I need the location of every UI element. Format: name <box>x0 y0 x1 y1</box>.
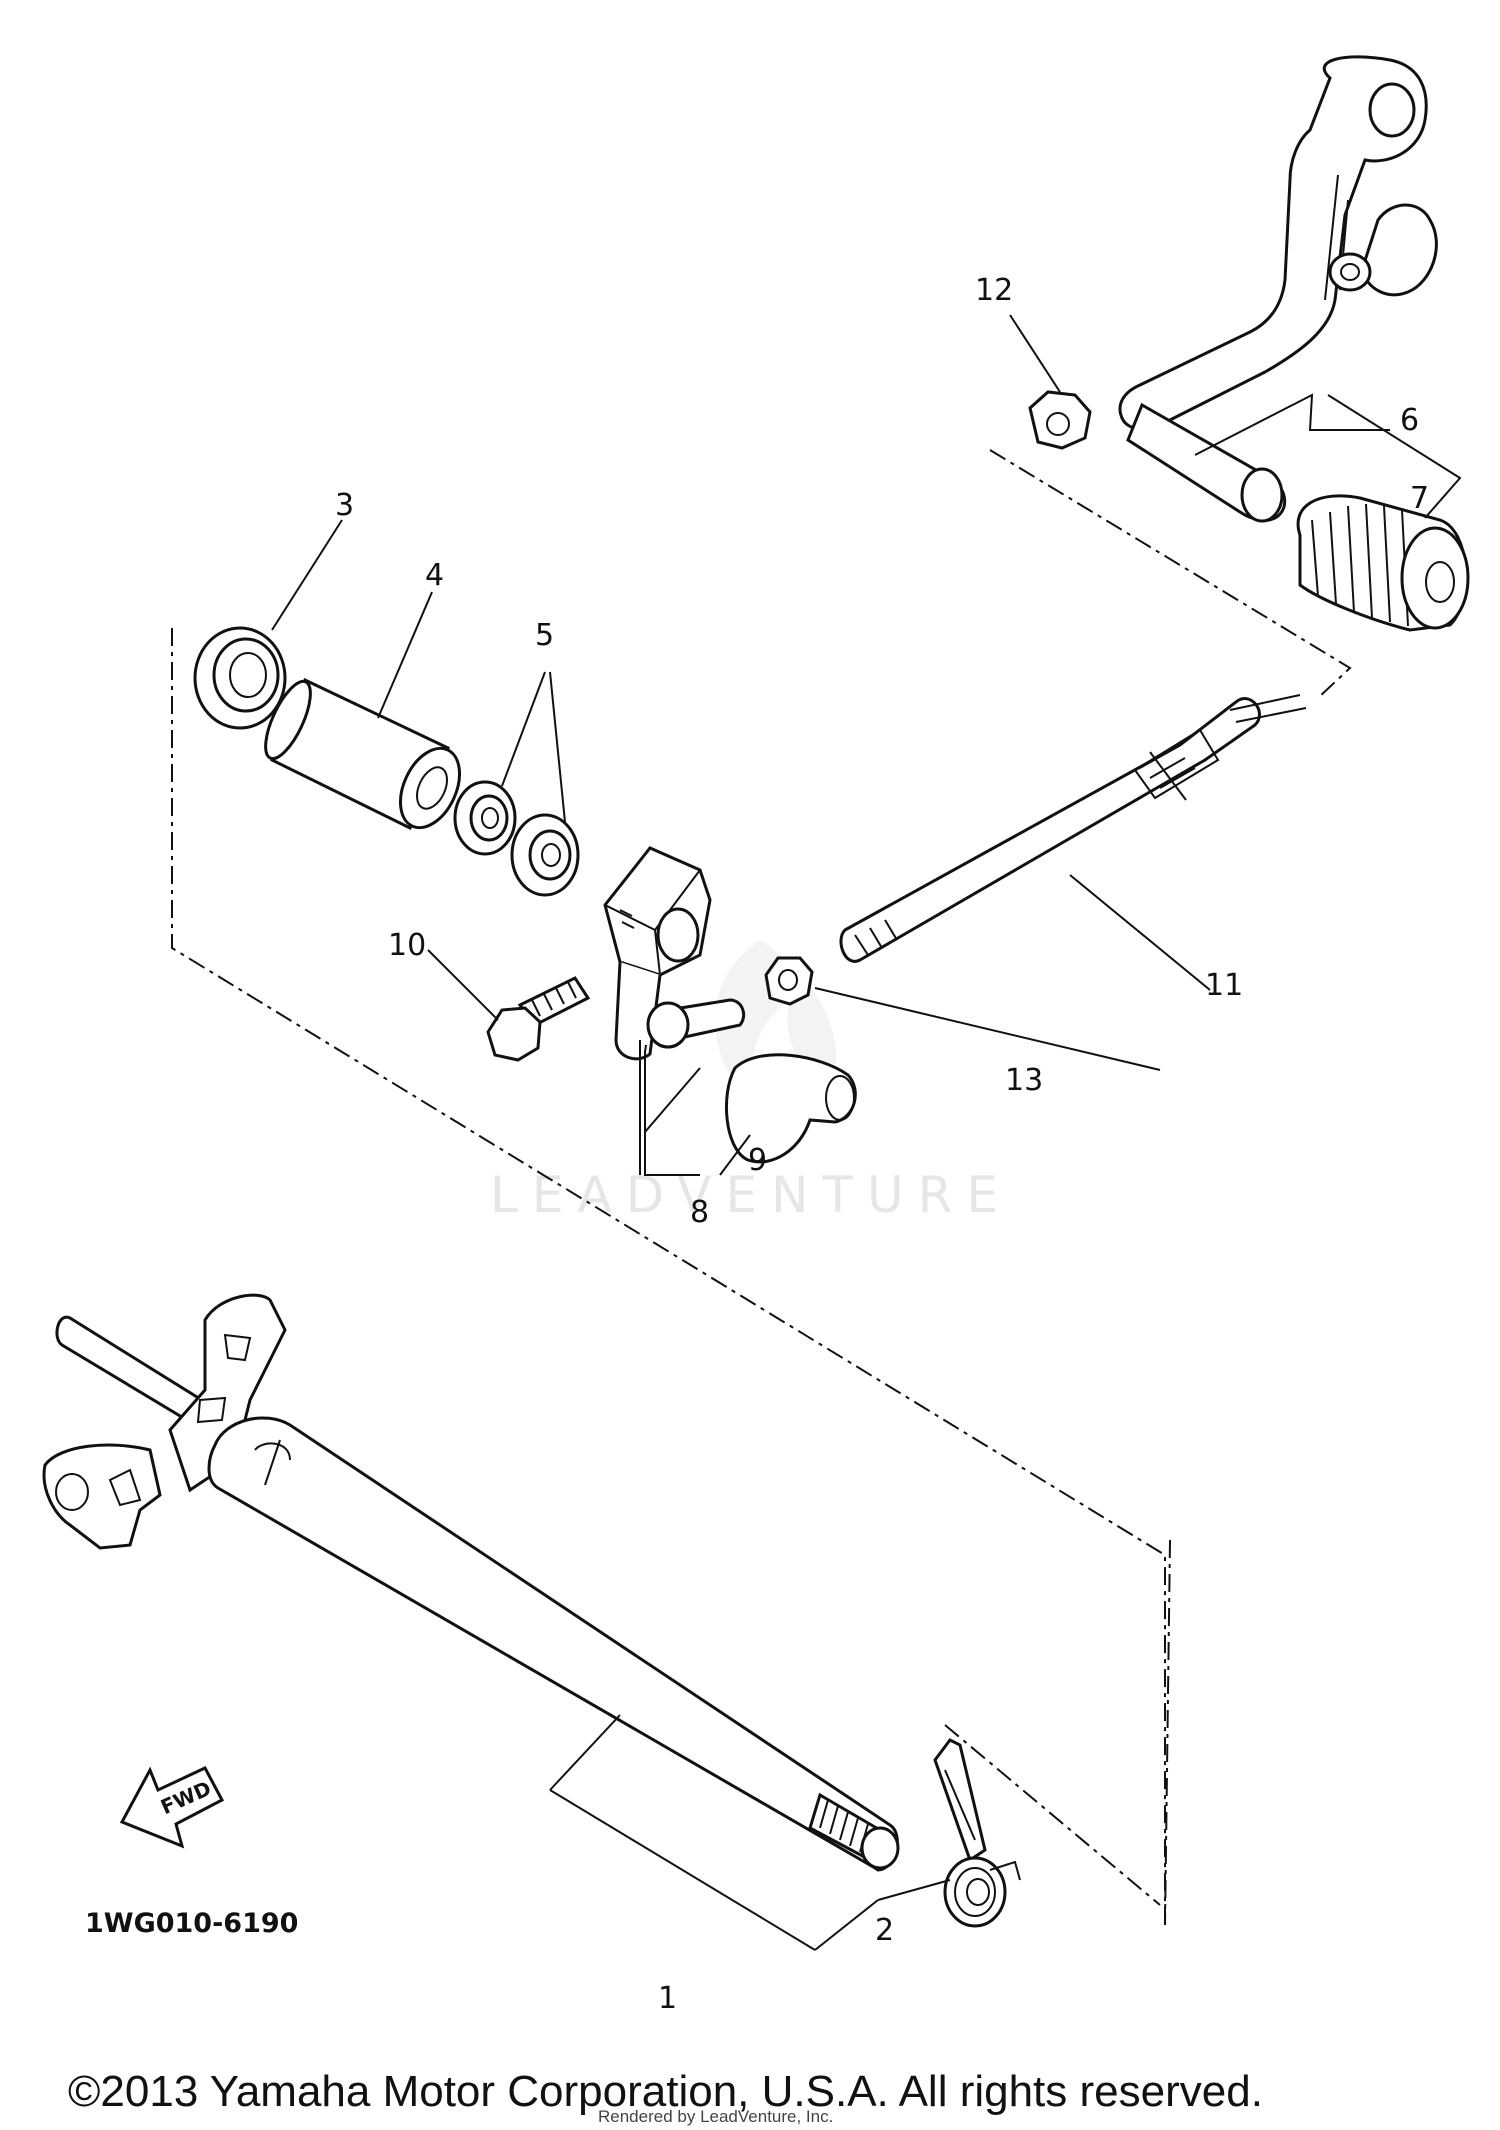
pedal-rubber <box>1296 494 1470 632</box>
bearing-left <box>453 780 517 856</box>
bearing-right <box>510 813 580 897</box>
assembly-outline-upper <box>171 449 1352 1925</box>
callout-6: 6 <box>1400 403 1419 438</box>
dust-cover <box>724 1053 857 1164</box>
forward-arrow-icon: FWD <box>119 1766 225 1849</box>
oil-seal <box>193 626 287 730</box>
collar <box>264 677 462 831</box>
return-spring <box>933 1738 1021 1928</box>
shift-arm <box>603 846 746 1061</box>
callout-12: 12 <box>975 273 1013 308</box>
callout-11: 11 <box>1205 968 1243 1003</box>
callout-13: 13 <box>1005 1063 1043 1098</box>
callout-10: 10 <box>388 928 426 963</box>
copyright-notice: ©2013 Yamaha Motor Corporation, U.S.A. A… <box>68 2067 1263 2116</box>
assembly-outline-lower <box>944 1539 1171 1926</box>
rendered-by: Rendered by LeadVenture, Inc. <box>598 2107 833 2126</box>
callout-2: 2 <box>875 1913 894 1948</box>
callout-1: 1 <box>658 1981 677 2016</box>
callout-8: 8 <box>690 1195 709 1230</box>
shift-pedal <box>1118 55 1438 523</box>
shift-shaft <box>42 1293 900 1872</box>
callout-9: 9 <box>748 1143 767 1178</box>
bolt <box>486 976 591 1062</box>
nut-13 <box>764 956 814 1006</box>
callout-3: 3 <box>335 488 354 523</box>
callout-7: 7 <box>1410 481 1429 516</box>
leader-lines <box>271 314 1462 1951</box>
shift-rod <box>839 694 1307 963</box>
nut-12 <box>1028 390 1092 450</box>
callout-5: 5 <box>535 618 554 653</box>
callout-4: 4 <box>425 558 444 593</box>
part-code: 1WG010-6190 <box>85 1908 298 1939</box>
